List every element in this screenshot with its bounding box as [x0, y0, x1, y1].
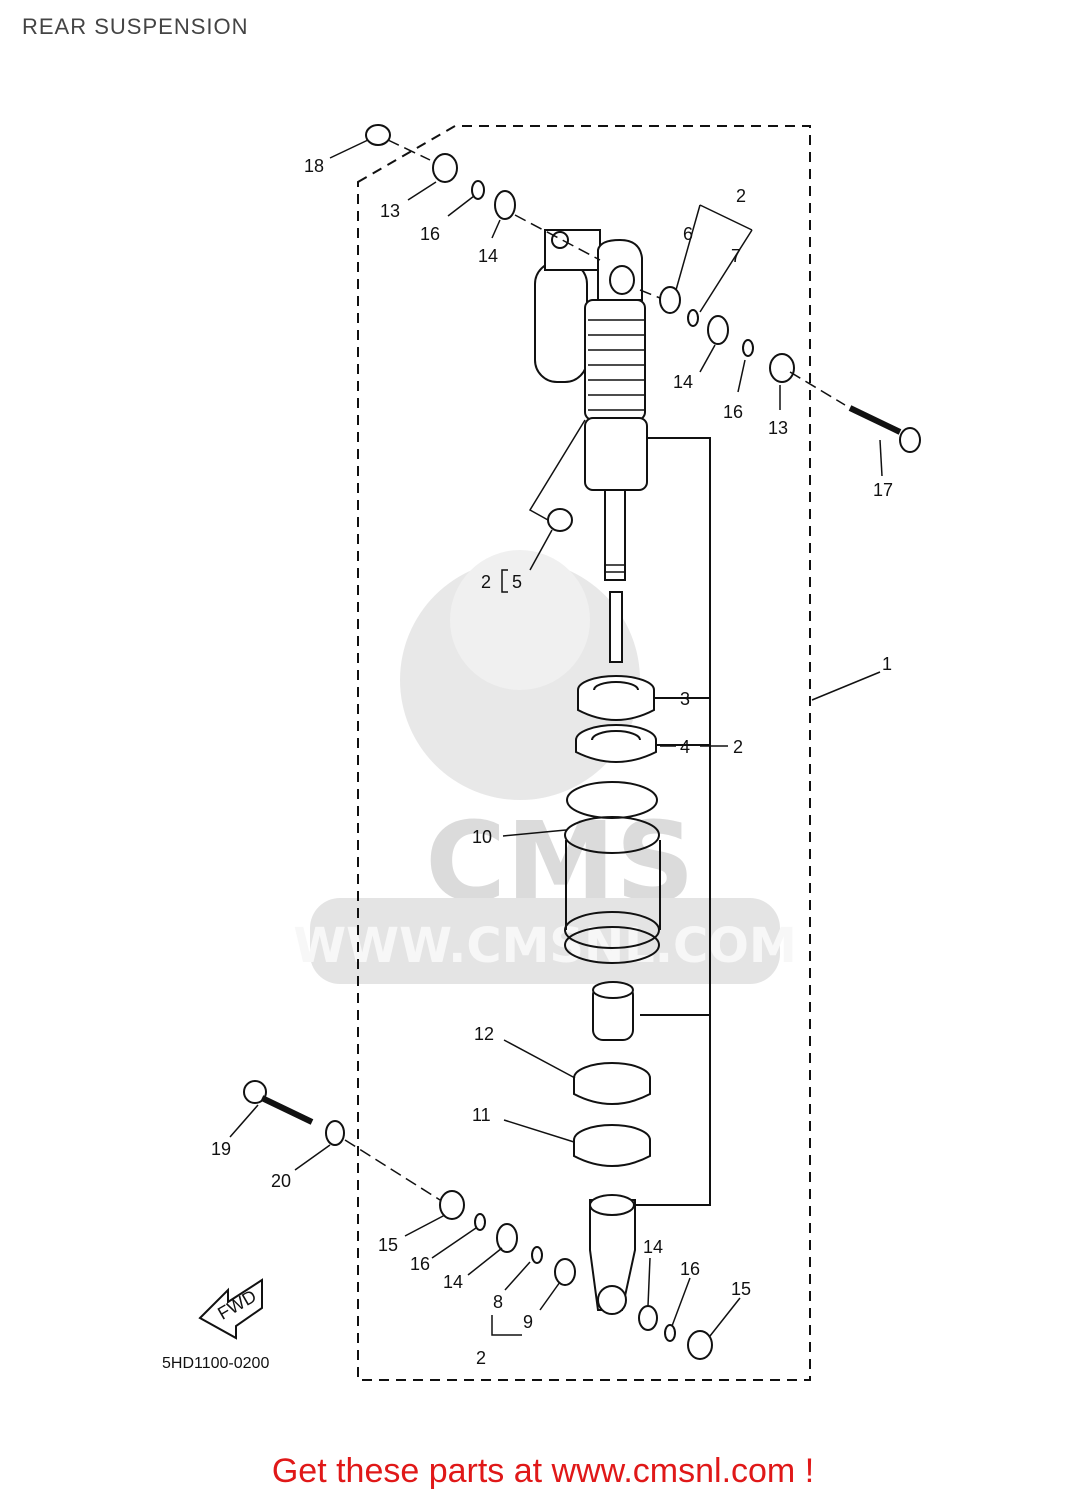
callout-2[interactable]: 2 [476, 1348, 486, 1368]
callout-8[interactable]: 8 [493, 1292, 503, 1312]
callout-2[interactable]: 2 [481, 572, 491, 592]
callout-14[interactable]: 14 [643, 1237, 663, 1257]
callout-16[interactable]: 16 [420, 224, 440, 244]
callout-14[interactable]: 14 [673, 372, 693, 392]
callout-20[interactable]: 20 [271, 1171, 291, 1191]
shock-rod-parts [575, 591, 657, 763]
shock-spring [564, 781, 661, 964]
callout-19[interactable]: 19 [211, 1139, 231, 1159]
assembly-boundary [357, 125, 811, 1381]
shock-body [584, 238, 648, 581]
lower-parts [573, 981, 651, 1315]
callout-2[interactable]: 2 [733, 737, 743, 757]
callout-17[interactable]: 17 [873, 480, 893, 500]
callout-16[interactable]: 16 [680, 1259, 700, 1279]
fwd-arrow-icon: FWD [198, 1278, 263, 1340]
callout-14[interactable]: 14 [443, 1272, 463, 1292]
footer-promo[interactable]: Get these parts at www.cmsnl.com ! [271, 1452, 815, 1490]
callout-1[interactable]: 1 [882, 654, 892, 674]
callout-18[interactable]: 18 [304, 156, 324, 176]
callout-6[interactable]: 6 [683, 224, 693, 244]
callout-7[interactable]: 7 [731, 246, 741, 266]
leader-lines [229, 139, 883, 1337]
callouts: 18 13 16 14 2 6 7 14 16 13 17 2 5 1 3 4 … [211, 156, 893, 1368]
callout-16[interactable]: 16 [723, 402, 743, 422]
callout-15[interactable]: 15 [378, 1235, 398, 1255]
callout-13[interactable]: 13 [380, 201, 400, 221]
callout-3[interactable]: 3 [680, 689, 690, 709]
callout-2[interactable]: 2 [736, 186, 746, 206]
callout-9[interactable]: 9 [523, 1312, 533, 1332]
callout-12[interactable]: 12 [474, 1024, 494, 1044]
callout-16[interactable]: 16 [410, 1254, 430, 1274]
diagram-code: 5HD1100-0200 [162, 1355, 269, 1372]
callout-14[interactable]: 14 [478, 246, 498, 266]
bracket-1 [630, 437, 711, 1206]
callout-15[interactable]: 15 [731, 1279, 751, 1299]
callout-13[interactable]: 13 [768, 418, 788, 438]
watermark: CMS WWW.CMSNL.COM [293, 550, 797, 984]
page-title: REAR SUSPENSION [22, 14, 249, 39]
callout-11[interactable]: 11 [472, 1105, 491, 1125]
callout-5[interactable]: 5 [512, 572, 522, 592]
watermark-url-bar [310, 898, 780, 984]
watermark-url-text: WWW.CMSNL.COM [293, 918, 797, 974]
callout-10[interactable]: 10 [472, 827, 492, 847]
hardware-bottom [243, 1080, 713, 1360]
hardware-top [365, 124, 921, 532]
callout-4[interactable]: 4 [680, 737, 690, 757]
rear-suspension-diagram: CMS WWW.CMSNL.COM [162, 124, 921, 1381]
